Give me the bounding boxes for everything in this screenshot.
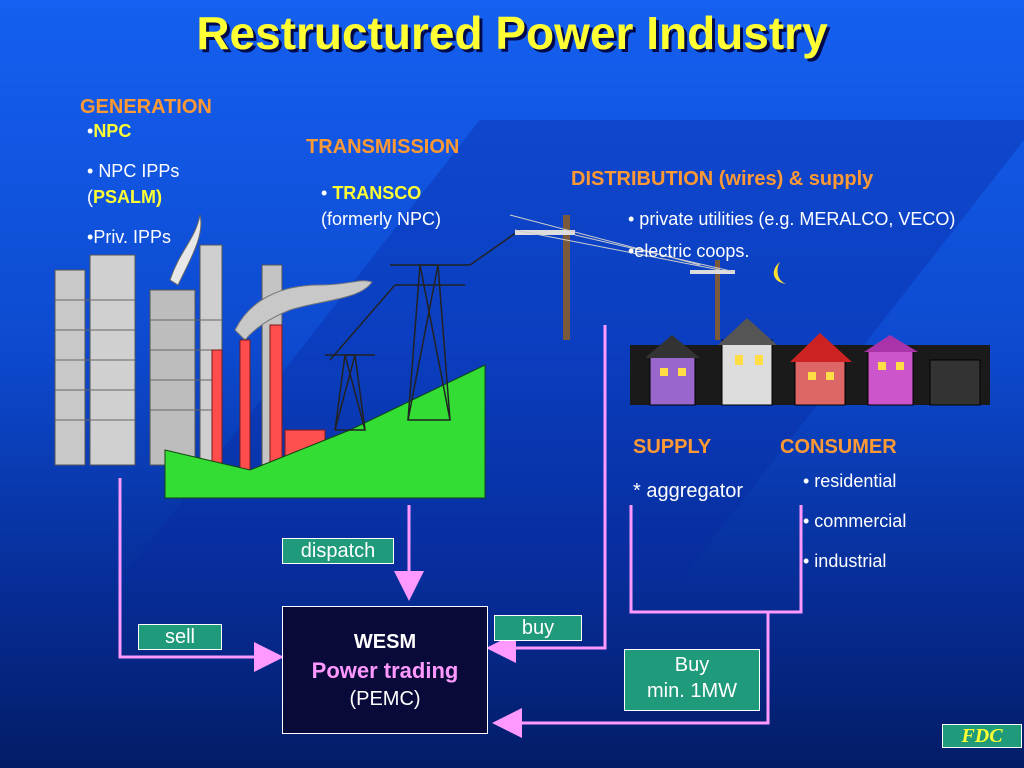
generation-item-priv-ipps: •Priv. IPPs — [87, 224, 217, 250]
buy-label: buy — [494, 615, 582, 641]
bullet: • — [87, 121, 94, 141]
sell-flow-arrow — [118, 478, 284, 672]
distribution-item-electric-coops: •electric coops. — [628, 241, 750, 261]
transmission-tower-icon — [325, 229, 521, 431]
transmission-note: (formerly NPC) — [321, 209, 441, 229]
distribution-item-private-utilities: • private utilities (e.g. MERALCO, VECO) — [628, 209, 956, 229]
supply-consumer-connector — [629, 505, 803, 614]
wesm-pemc: (PEMC) — [349, 688, 421, 710]
consumer-item-commercial: • commercial — [803, 511, 907, 531]
wesm-subtitle: Power trading — [311, 658, 459, 683]
footer-fdc-badge: FDC — [942, 724, 1022, 748]
generation-heading: GENERATION — [80, 96, 212, 118]
consumer-item-residential: • residential — [803, 471, 897, 491]
buy-min-line2: min. 1MW — [647, 680, 737, 702]
page-title: Restructured Power Industry — [196, 7, 828, 59]
consumer-item-industrial: • industrial — [803, 551, 887, 571]
bullet: • — [321, 183, 333, 203]
generation-item-label: NPC — [93, 121, 132, 141]
generation-item-tail: ) — [156, 187, 162, 207]
bullet: • — [87, 161, 99, 181]
power-plant-icon — [54, 214, 486, 499]
buy-min-flow-arrow — [492, 612, 770, 738]
bullet: • — [87, 227, 94, 247]
consumer-list: • residential • commercial • industrial — [803, 468, 1003, 574]
utility-pole-icon — [509, 214, 736, 340]
generation-item-npc: •NPC — [87, 118, 217, 144]
buy-min-line1: Buy — [674, 654, 710, 676]
sell-label: sell — [138, 624, 222, 650]
transmission-heading: TRANSMISSION — [306, 136, 460, 158]
generation-item-strong: PSALM — [93, 187, 156, 207]
generation-list: •NPC • NPC IPPs (PSALM) •Priv. IPPs — [87, 118, 217, 250]
dispatch-label: dispatch — [282, 538, 394, 564]
generation-item-label: Priv. IPPs — [93, 227, 171, 247]
distribution-list: • private utilities (e.g. MERALCO, VECO)… — [628, 206, 978, 264]
wesm-title: WESM — [353, 631, 417, 653]
distribution-heading: DISTRIBUTION (wires) & supply — [571, 168, 874, 190]
generation-item-npc-ipps: • NPC IPPs (PSALM) — [87, 158, 217, 210]
buy-min-1mw-label: Buy min. 1MW — [624, 649, 760, 711]
transmission-item: • TRANSCO — [321, 180, 501, 206]
generation-item-label: NPC IPPs ( — [87, 161, 180, 207]
houses-icon — [630, 262, 990, 406]
buy-flow-arrow — [486, 325, 607, 663]
wesm-box: WESM Power trading (PEMC) — [282, 606, 488, 734]
supply-heading: SUPPLY — [633, 436, 712, 458]
transmission-list: • TRANSCO (formerly NPC) — [321, 180, 501, 232]
transmission-item-strong: TRANSCO — [332, 183, 422, 203]
supply-item-aggregator: * aggregator — [633, 480, 744, 502]
consumer-heading: CONSUMER — [780, 436, 897, 458]
